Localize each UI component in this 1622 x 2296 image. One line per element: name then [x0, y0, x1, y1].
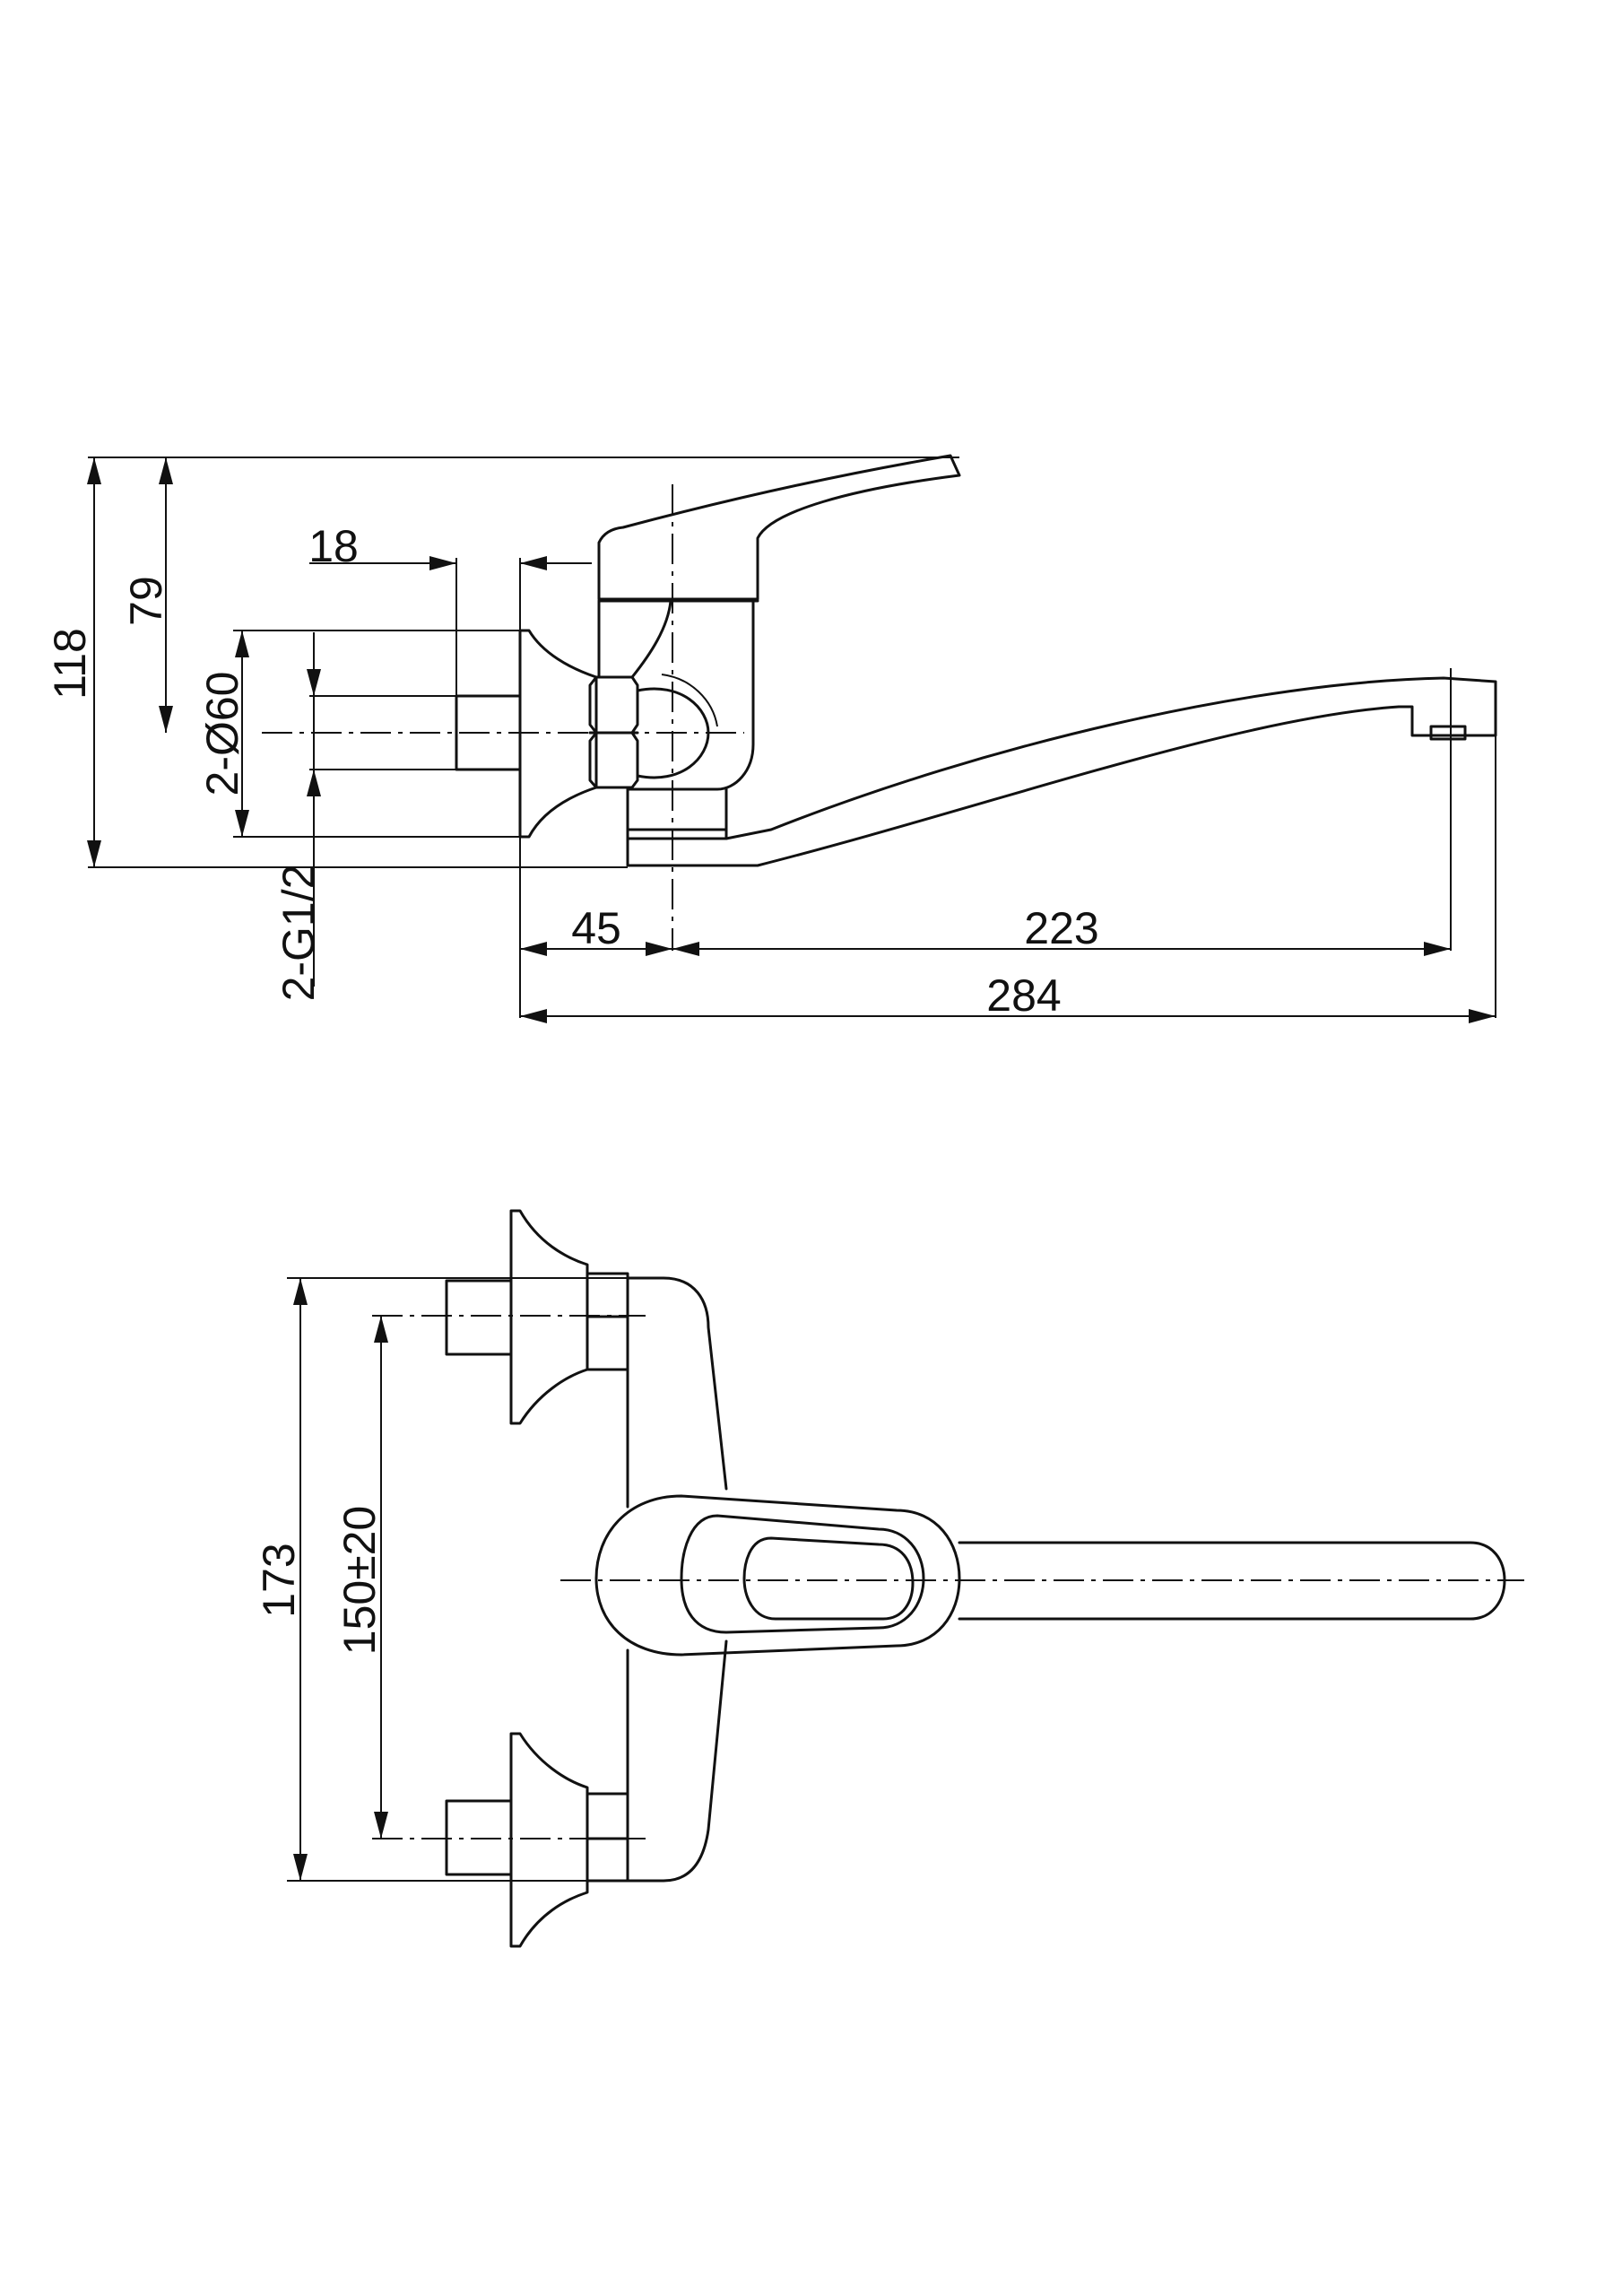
top-body: [626, 1276, 728, 1883]
upper-hex-nut: [585, 1272, 629, 1371]
hex-nut: [588, 675, 639, 789]
dim-173-label: 173: [254, 1543, 304, 1617]
dim-118-label: 118: [45, 628, 95, 700]
top-handle-inner: [680, 1514, 925, 1634]
dimension-18: 18: [308, 521, 592, 571]
top-view: 173 150±20: [254, 1209, 1524, 1948]
dimension-118: 118: [45, 457, 101, 867]
dimension-79: 79: [121, 457, 173, 733]
top-handle-slot: [742, 1536, 915, 1621]
side-extension-lines: [88, 457, 1496, 1018]
dim-150-label: 150±20: [334, 1506, 385, 1655]
dim-pipe-label: 2-Ø60: [197, 672, 247, 796]
spout: [626, 676, 1497, 867]
dim-45-label: 45: [571, 903, 621, 953]
dim-18-label: 18: [308, 521, 359, 571]
dimension-pipe-diameter: 2-Ø60: [197, 631, 249, 837]
dimension-284: 284: [520, 970, 1496, 1023]
aerator: [1429, 725, 1467, 741]
dim-284-label: 284: [986, 970, 1061, 1021]
lower-flange: [509, 1732, 589, 1948]
dimension-thread: 2-G1/2: [273, 632, 324, 1001]
upper-threaded-inlet: [445, 1279, 513, 1356]
dimension-223: 223: [672, 903, 1451, 956]
dimension-173: 173: [254, 1278, 308, 1881]
lever-handle: [597, 454, 961, 601]
lower-hex-nut: [585, 1792, 629, 1883]
dimension-45: 45: [520, 903, 672, 956]
upper-flange: [509, 1209, 589, 1425]
dim-79-label: 79: [121, 576, 171, 626]
dimension-150: 150±20: [334, 1316, 388, 1839]
dim-223-label: 223: [1024, 903, 1098, 953]
top-handle-cap: [594, 1494, 961, 1657]
mixer-body: [597, 599, 755, 831]
side-view: 118 79 2-Ø60 2-G1/2 1: [45, 454, 1497, 1023]
dim-thread-label: 2-G1/2: [273, 865, 324, 1002]
